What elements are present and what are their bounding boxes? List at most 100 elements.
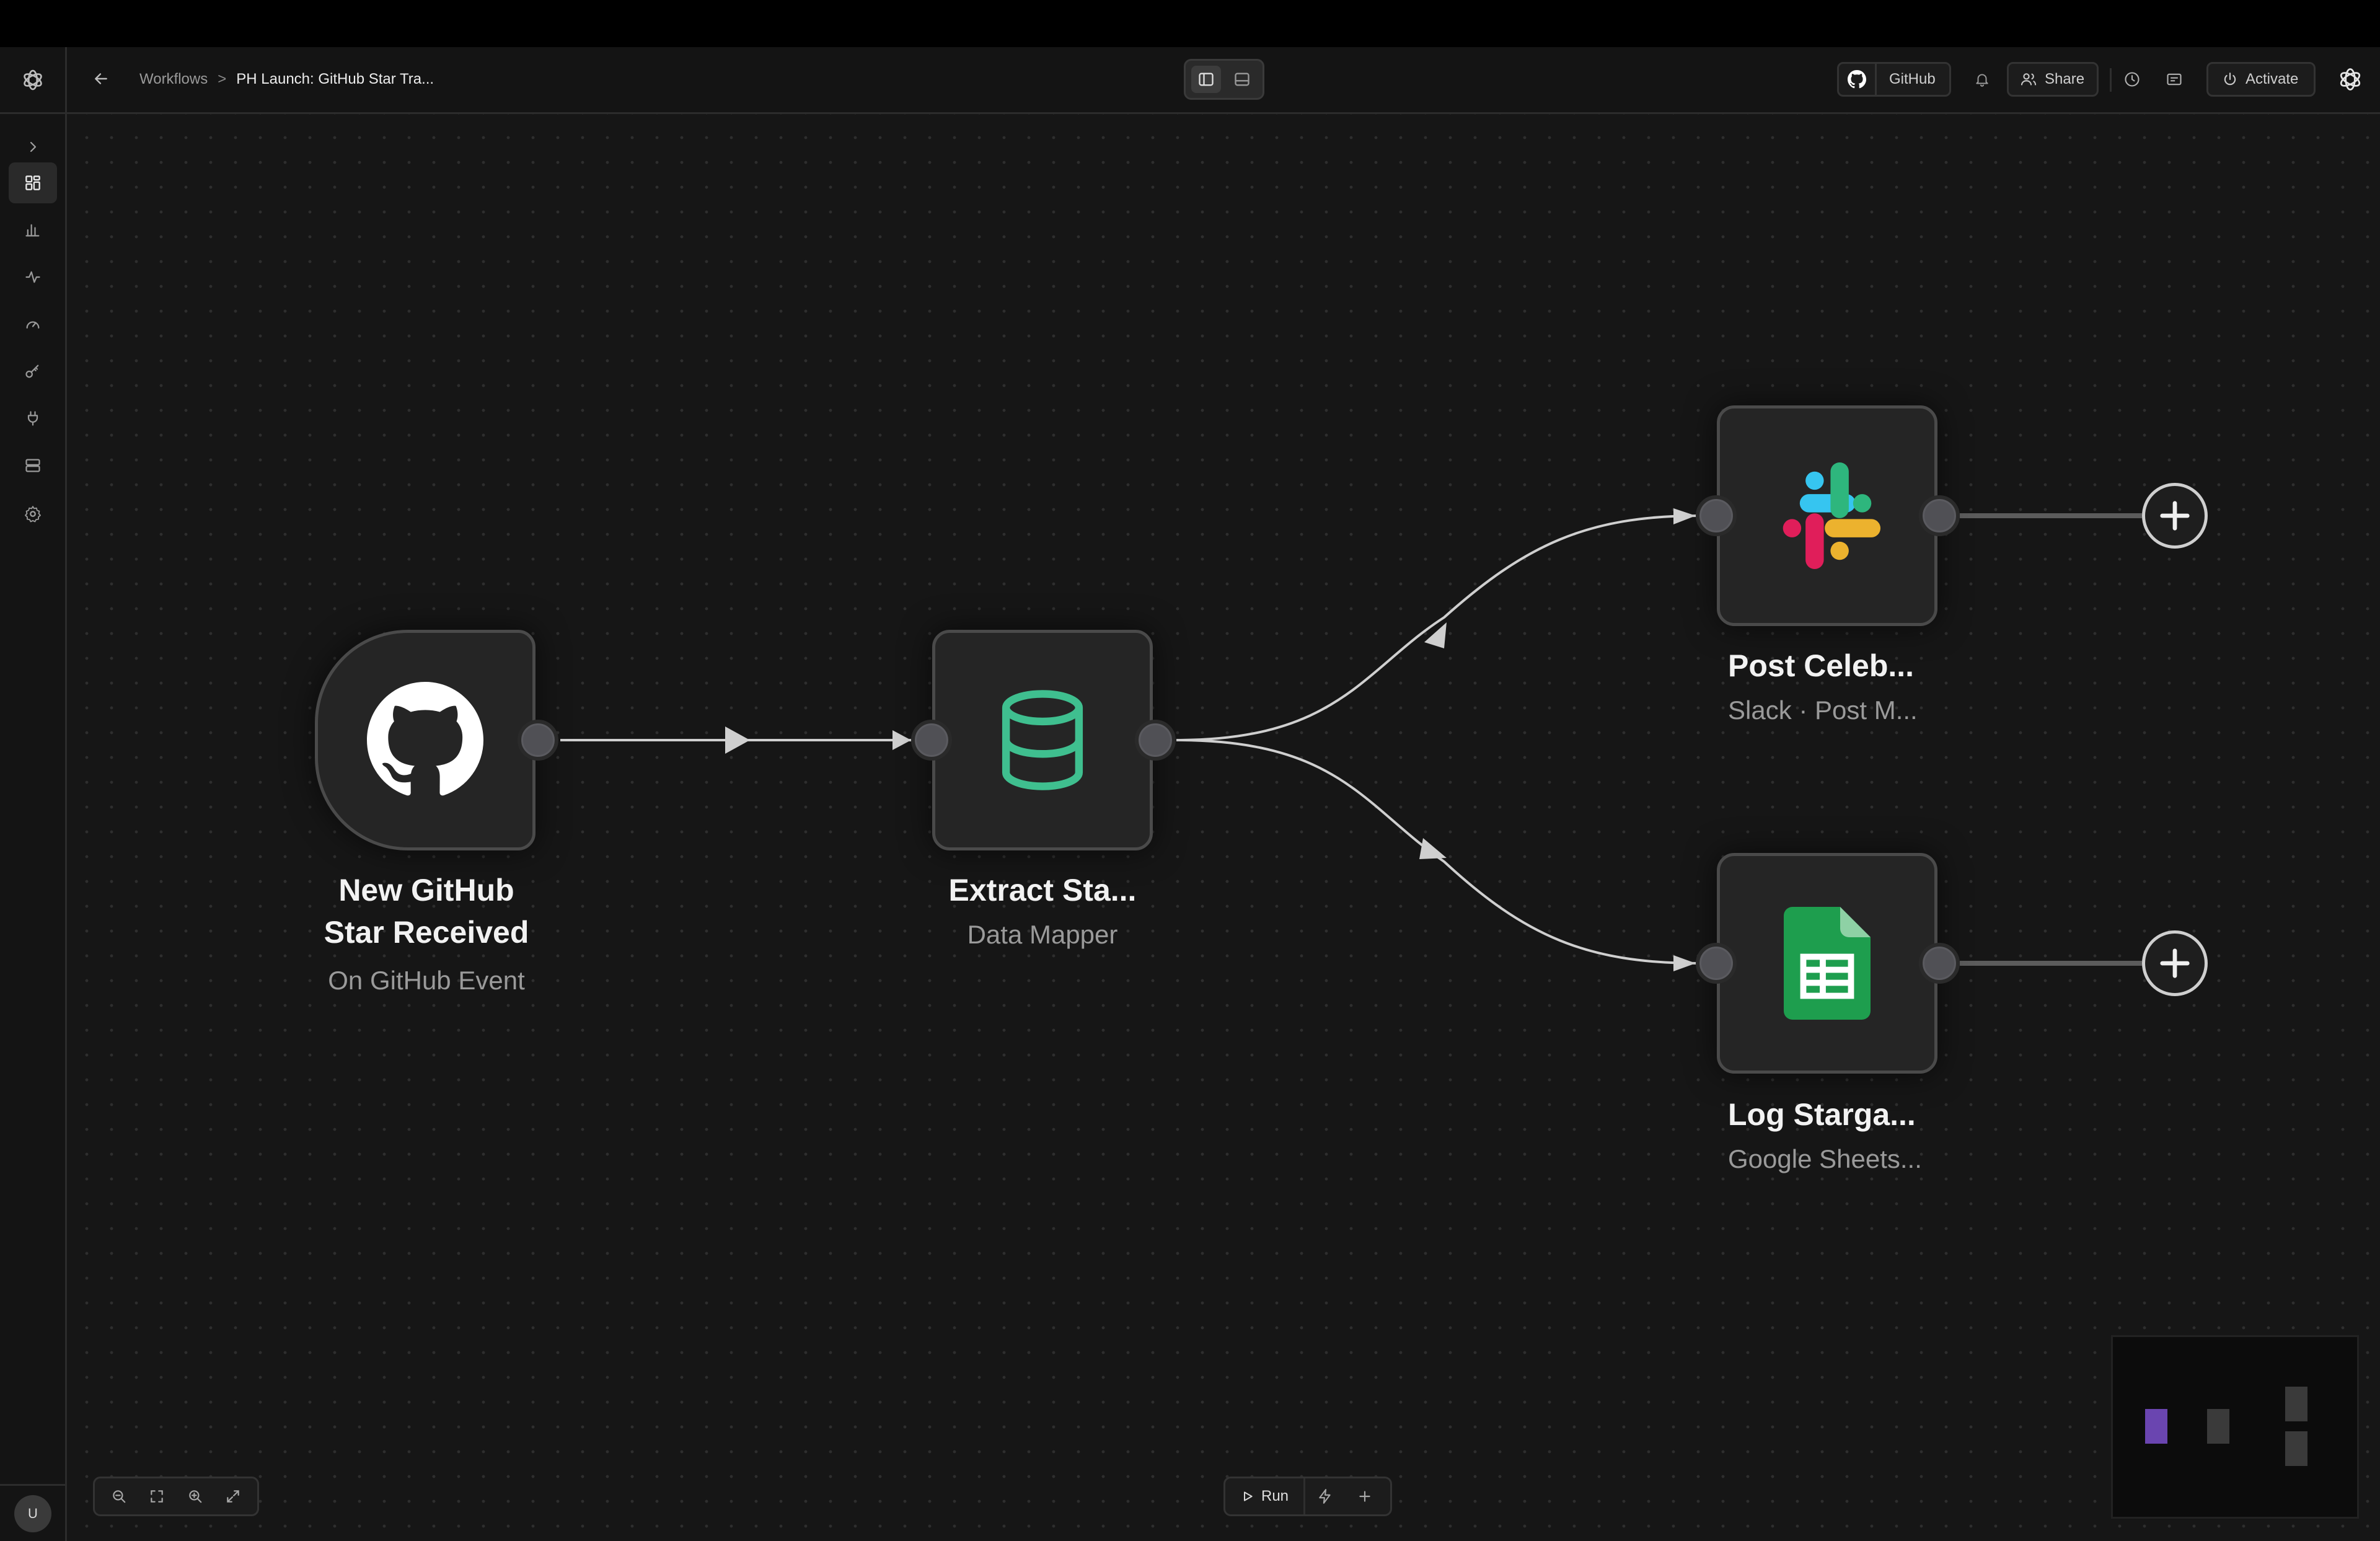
sidebar-item-workflows[interactable] — [9, 162, 57, 203]
app-logo[interactable] — [0, 47, 67, 112]
minimap[interactable] — [2111, 1335, 2359, 1519]
sidebar-divider — [0, 1484, 65, 1486]
server-icon — [25, 459, 40, 472]
node-subtitle: Slack · Post M... — [1728, 695, 1918, 725]
user-avatar[interactable]: U — [14, 1495, 51, 1532]
activate-button[interactable]: Activate — [2206, 62, 2316, 97]
minimap-node-mapper — [2207, 1409, 2229, 1444]
google-sheets-icon — [1784, 907, 1871, 1020]
breadcrumb: Workflows > PH Launch: GitHub Star Tra..… — [139, 71, 434, 88]
sidebar-item-dashboard[interactable] — [9, 304, 57, 345]
output-port[interactable] — [1135, 720, 1176, 761]
panel-bottom-icon — [1234, 73, 1250, 86]
output-port[interactable] — [1919, 495, 1960, 536]
assistant-button[interactable] — [2337, 66, 2364, 93]
run-toolbar: Run — [1223, 1477, 1392, 1516]
run-button[interactable]: Run — [1225, 1478, 1306, 1514]
sidebar-item-activity[interactable] — [9, 257, 57, 298]
trigger-test-button[interactable] — [1305, 1478, 1345, 1514]
zoom-controls — [93, 1477, 259, 1516]
openai-logo-icon — [23, 69, 42, 90]
view-toggle — [1184, 59, 1264, 100]
view-bottom-panel-button[interactable] — [1227, 66, 1257, 93]
github-button-label: GitHub — [1889, 71, 1936, 87]
activity-icon — [25, 271, 40, 283]
logs-button[interactable] — [2163, 68, 2185, 91]
chevron-right-icon — [30, 141, 37, 152]
bell-icon — [1976, 74, 1988, 87]
zoom-in-icon — [188, 1490, 201, 1503]
lightning-icon — [1319, 1489, 1331, 1504]
play-icon — [1244, 1491, 1253, 1501]
sidebar-item-settings[interactable] — [9, 493, 57, 534]
clock-icon — [2125, 72, 2140, 87]
node-title-line1: New GitHub — [338, 873, 514, 907]
add-step-button[interactable] — [2142, 930, 2208, 996]
zoom-out-icon — [113, 1490, 126, 1503]
fullscreen-button[interactable] — [219, 1483, 247, 1510]
activate-button-label: Activate — [2246, 71, 2299, 87]
zoom-in-button[interactable] — [182, 1483, 209, 1510]
node-subtitle: On GitHub Event — [328, 966, 525, 995]
node-title-line2: Star Received — [324, 915, 529, 950]
share-button[interactable]: Share — [2007, 62, 2099, 97]
github-button[interactable]: GitHub — [1837, 62, 1951, 97]
expand-icon — [227, 1490, 239, 1503]
input-port[interactable] — [1696, 495, 1737, 536]
node-title: Log Starga... — [1728, 1097, 1916, 1132]
gauge-icon — [26, 321, 40, 329]
add-node-button[interactable] — [1345, 1478, 1385, 1514]
sidebar-item-storage[interactable] — [9, 445, 57, 486]
node-subtitle: Google Sheets... — [1728, 1144, 1922, 1173]
fit-view-button[interactable] — [143, 1483, 170, 1510]
node-google-sheets[interactable] — [1717, 853, 1937, 1074]
node-slack[interactable] — [1717, 405, 1937, 626]
sidebar-item-integrations[interactable] — [9, 398, 57, 439]
node-title: Extract Sta... — [948, 873, 1137, 907]
breadcrumb-separator: > — [218, 71, 227, 87]
node-subtitle: Data Mapper — [967, 920, 1118, 949]
power-icon — [2224, 73, 2236, 86]
fit-view-icon — [151, 1490, 164, 1503]
zoom-out-button[interactable] — [105, 1483, 133, 1510]
database-icon — [1002, 690, 1083, 790]
run-button-label: Run — [1261, 1488, 1289, 1504]
header-divider — [2110, 68, 2112, 92]
users-icon — [2021, 73, 2037, 86]
bar-chart-icon — [25, 224, 40, 237]
plug-icon — [27, 411, 38, 426]
terminal-icon — [2167, 73, 2182, 86]
plus-icon — [1359, 1491, 1370, 1502]
sidebar-item-keys[interactable] — [9, 351, 57, 392]
window-top-strip — [0, 0, 2380, 47]
key-icon — [25, 364, 39, 378]
arrow-left-icon — [95, 73, 107, 84]
input-port[interactable] — [1696, 943, 1737, 984]
add-step-button[interactable] — [2142, 483, 2208, 549]
plus-icon — [2160, 501, 2190, 531]
output-port[interactable] — [518, 720, 558, 761]
input-port[interactable] — [911, 720, 952, 761]
slack-icon — [1783, 462, 1881, 570]
minimap-node-trigger — [2145, 1409, 2167, 1444]
node-github-trigger[interactable] — [315, 630, 536, 850]
back-button[interactable] — [90, 68, 112, 89]
sidebar-item-analytics[interactable] — [9, 210, 57, 250]
node-data-mapper[interactable] — [932, 630, 1153, 850]
breadcrumb-workflows[interactable]: Workflows — [139, 71, 208, 87]
github-icon — [367, 682, 483, 796]
node-title: Post Celeb... — [1728, 648, 1915, 683]
left-sidebar — [0, 114, 67, 1541]
top-header: Workflows > PH Launch: GitHub Star Tra..… — [0, 47, 2380, 114]
view-sidebar-button[interactable] — [1191, 66, 1222, 93]
notifications-button[interactable] — [1971, 68, 1993, 91]
share-button-label: Share — [2045, 71, 2085, 87]
panel-left-icon — [1199, 73, 1214, 86]
output-port[interactable] — [1919, 943, 1960, 984]
sidebar-expand-button[interactable] — [9, 126, 57, 167]
gear-icon — [25, 506, 41, 523]
minimap-node-slack — [2285, 1387, 2307, 1421]
breadcrumb-current[interactable]: PH Launch: GitHub Star Tra... — [236, 71, 434, 87]
history-button[interactable] — [2121, 68, 2143, 91]
github-icon — [1848, 70, 1866, 89]
